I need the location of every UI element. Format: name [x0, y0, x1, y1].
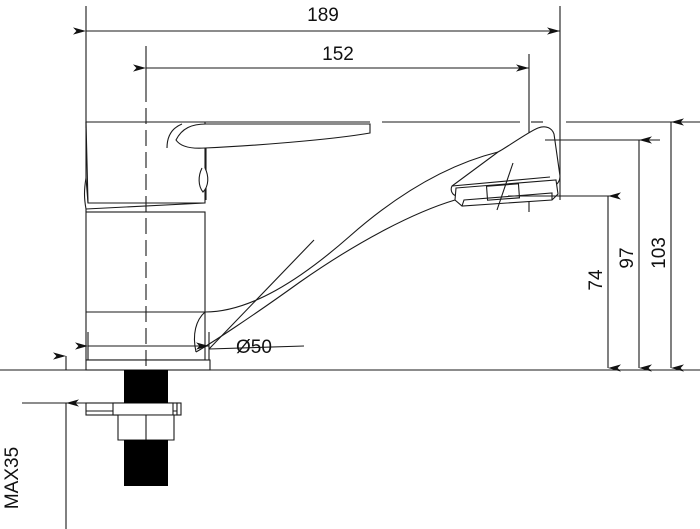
curved-swan-neck-spout	[193, 151, 499, 353]
dim-max35-witness-lines	[22, 369, 86, 404]
hex-lock-nut	[117, 414, 175, 441]
diameter-leader-line	[208, 239, 315, 350]
dim-189-extension-lines	[85, 6, 561, 200]
base-flange	[85, 359, 211, 371]
dim-diameter-line	[75, 332, 210, 360]
spout-outlet-block	[450, 126, 561, 197]
dim-103-label: 103	[649, 237, 670, 269]
dim-diameter-label: Ø50	[236, 337, 272, 358]
dim-152-label: 152	[322, 44, 354, 65]
outlet-centerline	[496, 162, 514, 211]
dim-189-label: 189	[307, 5, 339, 26]
dim-74-label: 74	[586, 269, 607, 291]
dim-max35-label: MAX35	[2, 447, 23, 509]
lever-handle	[166, 123, 371, 200]
mounting-washer-plate	[85, 402, 182, 416]
stud-shaft-overlay	[124, 370, 168, 486]
dim-97-label: 97	[617, 247, 638, 268]
